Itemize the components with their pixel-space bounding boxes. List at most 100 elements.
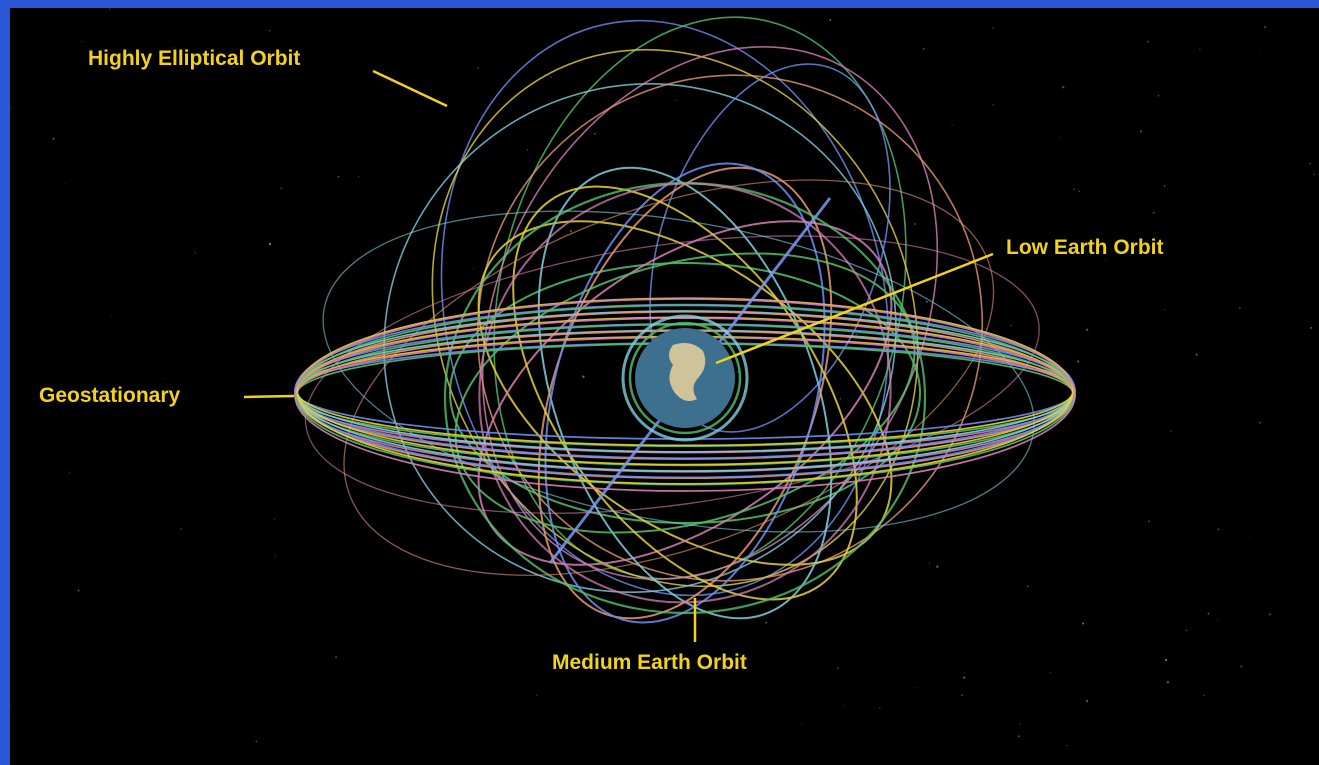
leader-line-leo [715, 252, 994, 365]
star [1185, 629, 1188, 631]
star [535, 694, 538, 697]
star [925, 300, 928, 303]
star [540, 222, 542, 224]
star [878, 706, 881, 709]
star [108, 8, 111, 11]
star [1164, 658, 1168, 662]
star [1310, 326, 1313, 329]
star [992, 104, 994, 106]
star [1085, 699, 1089, 703]
star [477, 67, 479, 69]
star [1313, 173, 1315, 176]
star [268, 242, 272, 246]
star [853, 109, 856, 112]
earth-continent [669, 343, 706, 401]
star [1017, 735, 1020, 738]
highly-elliptical-orbit-path [649, 63, 891, 433]
star [843, 705, 845, 707]
medium-earth-orbit-path [449, 262, 921, 524]
low-earth-orbit-shell [628, 321, 742, 435]
star [979, 377, 982, 380]
orbit-illustration [10, 8, 1315, 747]
star [1072, 188, 1076, 191]
star [928, 562, 931, 565]
star [836, 667, 839, 670]
transfer-orbit-path [304, 235, 1040, 514]
star [1268, 613, 1271, 616]
star [675, 99, 677, 102]
star [194, 251, 197, 254]
star [914, 223, 916, 225]
star [232, 66, 234, 68]
star [1082, 622, 1085, 625]
star [10, 107, 13, 109]
star [960, 694, 963, 697]
star [335, 656, 338, 659]
star [765, 621, 767, 624]
star [964, 672, 966, 673]
star [1217, 528, 1220, 531]
star [1249, 537, 1251, 539]
star [1259, 421, 1262, 424]
star [1166, 681, 1170, 684]
star [1066, 745, 1068, 747]
star [1199, 48, 1201, 51]
star [964, 410, 966, 412]
star [1152, 211, 1155, 214]
star [656, 99, 658, 101]
star [173, 47, 175, 48]
star [1086, 328, 1089, 331]
label-geostationary: Geostationary [39, 384, 181, 407]
star [1195, 353, 1198, 356]
orbit-diagram: Highly Elliptical Orbit Low Earth Orbit … [10, 8, 1319, 765]
star [610, 233, 612, 235]
star [1049, 671, 1051, 673]
label-low-earth-orbit: Low Earth Orbit [1006, 236, 1164, 259]
star [916, 687, 918, 689]
star [1148, 520, 1150, 523]
star [65, 182, 67, 185]
star [1238, 307, 1241, 310]
star [1240, 665, 1243, 668]
star [1170, 430, 1172, 432]
leader-line-geo [243, 394, 295, 399]
star [1078, 190, 1080, 192]
star [81, 41, 83, 43]
star [10, 704, 11, 706]
star [1164, 308, 1166, 311]
star [1147, 40, 1150, 43]
label-medium-earth-orbit: Medium Earth Orbit [552, 651, 747, 674]
star [550, 76, 552, 78]
star [268, 29, 271, 32]
star [957, 687, 959, 689]
star [1207, 612, 1210, 615]
star [111, 315, 113, 317]
star [164, 378, 166, 379]
star [1019, 723, 1021, 725]
highly-elliptical-orbit-path [481, 46, 939, 580]
star [274, 554, 277, 556]
star [963, 676, 966, 679]
star [1062, 86, 1065, 89]
star [1264, 26, 1267, 29]
star [68, 471, 70, 473]
star [1105, 258, 1107, 261]
star [550, 245, 552, 247]
star [936, 565, 939, 568]
star [274, 518, 276, 520]
star [582, 375, 585, 378]
transfer-orbit-path [343, 179, 995, 576]
star [1259, 50, 1261, 52]
geostationary-orbit-path [294, 298, 1076, 492]
star [839, 398, 842, 400]
star [1309, 162, 1312, 165]
leader-line-heo [372, 69, 448, 108]
highly-elliptical-orbit-path [476, 74, 984, 582]
star [1026, 585, 1029, 588]
star [569, 230, 573, 233]
star [337, 175, 340, 178]
star [473, 268, 475, 270]
star [1077, 360, 1080, 363]
star [180, 527, 183, 530]
star [255, 740, 258, 743]
